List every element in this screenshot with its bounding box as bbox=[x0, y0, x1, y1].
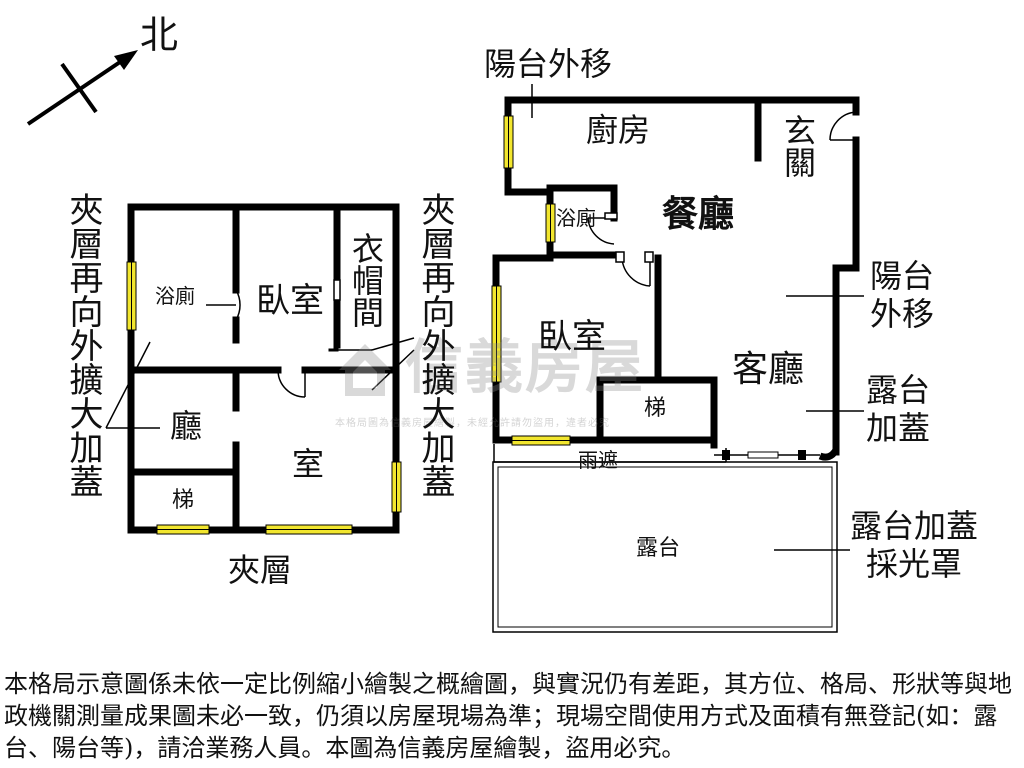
main-floor-doors bbox=[587, 111, 857, 287]
mezzanine-walls bbox=[127, 203, 400, 534]
mezzanine-closet-label: 衣帽間 bbox=[347, 232, 385, 328]
main-bedroom-label: 臥室 bbox=[538, 317, 606, 357]
entrance-label: 玄關 bbox=[779, 114, 817, 178]
north-arrow-icon bbox=[26, 50, 138, 126]
terrace-cover-label-line1: 露台 bbox=[866, 371, 931, 409]
mezzanine-bath-label: 浴廁 bbox=[155, 284, 195, 308]
balcony-moved-right-label-line2: 外移 bbox=[870, 295, 935, 333]
mezzanine-leader-lines bbox=[105, 337, 415, 429]
main-floor-corner bbox=[818, 448, 840, 461]
skylight-label-line1: 露台加蓋 bbox=[850, 507, 979, 545]
terrace-outline bbox=[492, 461, 838, 633]
awning-and-sliding-door bbox=[493, 444, 820, 463]
balcony-moved-top-label: 陽台外移 bbox=[484, 45, 613, 83]
kitchen-label: 廚房 bbox=[586, 111, 651, 149]
main-bath-label: 浴廁 bbox=[556, 206, 596, 230]
dining-label: 餐廳 bbox=[662, 193, 735, 235]
mezzanine-left-note: 夾層再向外擴大加蓋 bbox=[63, 192, 103, 498]
mezzanine-windows bbox=[126, 261, 402, 535]
mezzanine-right-note: 夾層再向外擴大加蓋 bbox=[415, 192, 455, 498]
compass-north-label: 北 bbox=[140, 13, 179, 57]
terrace-cover-label-line2: 加蓋 bbox=[866, 409, 931, 447]
main-floor-windows bbox=[491, 115, 571, 446]
awning-label: 雨遮 bbox=[578, 448, 618, 472]
mezzanine-title: 夾層 bbox=[228, 551, 293, 589]
terrace-label: 露台 bbox=[636, 536, 681, 561]
main-floor-leader-lines bbox=[531, 84, 864, 551]
mezzanine-room-label: 室 bbox=[292, 445, 325, 483]
disclaimer-text: 本格局示意圖係未依一定比例縮小繪製之概繪圖，與實況仍有差距，其方位、格局、形狀等… bbox=[4, 670, 1012, 762]
skylight-label-line2: 採光罩 bbox=[866, 545, 963, 583]
floor-plan-drawing bbox=[26, 50, 864, 633]
main-stairs-label: 梯 bbox=[644, 396, 667, 421]
mezzanine-doors bbox=[206, 279, 341, 398]
balcony-moved-right-label-line1: 陽台 bbox=[870, 257, 935, 295]
main-living-label: 客廳 bbox=[732, 349, 805, 390]
mezzanine-bedroom-label: 臥室 bbox=[256, 281, 324, 321]
mezzanine-living-label: 廳 bbox=[170, 407, 203, 445]
mezzanine-stairs-label: 梯 bbox=[172, 488, 195, 513]
